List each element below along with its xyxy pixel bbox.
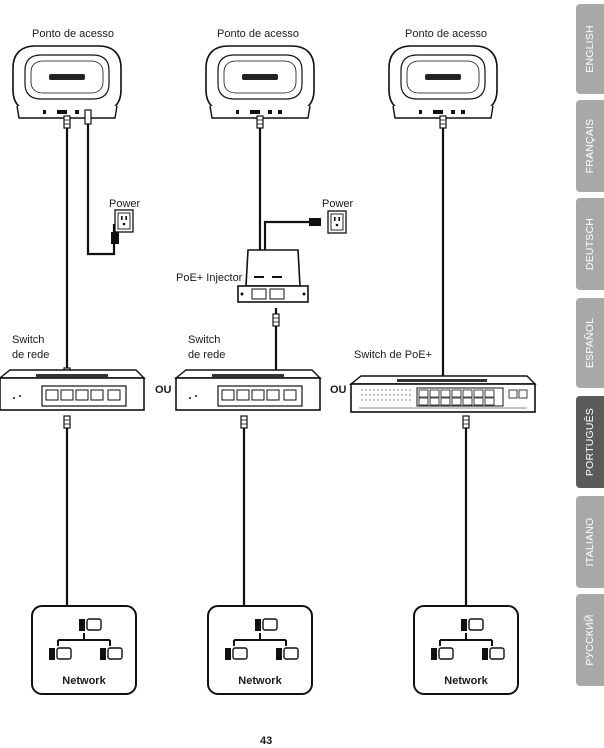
access-point-2 xyxy=(206,46,314,118)
page-number: 43 xyxy=(260,735,272,747)
language-tab-english[interactable]: ENGLISH xyxy=(576,4,604,94)
or-label-2: OU xyxy=(330,384,347,396)
language-tab-espanol[interactable]: ESPAÑOL xyxy=(576,298,604,388)
access-point-label-2: Ponto de acesso xyxy=(217,28,299,41)
language-tab-label: РУССКИЙ xyxy=(584,614,596,665)
access-point-label-3: Ponto de acesso xyxy=(405,28,487,41)
poe-injector xyxy=(238,250,308,302)
language-tab-label: FRANÇAIS xyxy=(584,119,596,174)
poe-switch-label: Switch de PoE+ xyxy=(354,349,432,362)
access-point-label-1: Ponto de acesso xyxy=(32,28,114,41)
language-tab-label: ESPAÑOL xyxy=(584,318,596,368)
language-tab-russian[interactable]: РУССКИЙ xyxy=(576,594,604,686)
switch-label-2-line2: de rede xyxy=(188,349,225,362)
language-tab-label: ENGLISH xyxy=(584,25,596,73)
power-outlet-2 xyxy=(328,211,346,233)
poe-injector-label: PoE+ Injector xyxy=(176,272,242,285)
switch-label-1-line1: Switch xyxy=(12,334,44,347)
power-outlet-1 xyxy=(115,210,133,232)
power-label-1: Power xyxy=(109,198,140,211)
network-label-3: Network xyxy=(444,675,487,687)
switch-label-1-line2: de rede xyxy=(12,349,49,362)
language-tab-label: DEUTSCH xyxy=(584,218,596,270)
cables xyxy=(67,118,466,606)
language-tab-italiano[interactable]: ITALIANO xyxy=(576,496,604,588)
power-label-2: Power xyxy=(322,198,353,211)
network-switch-2 xyxy=(176,370,320,410)
language-tab-label: ITALIANO xyxy=(584,518,596,567)
language-tab-francais[interactable]: FRANÇAIS xyxy=(576,100,604,192)
or-label-1: OU xyxy=(155,384,172,396)
access-point-1 xyxy=(13,46,121,118)
network-label-1: Network xyxy=(62,675,105,687)
network-label-2: Network xyxy=(238,675,281,687)
switch-label-2-line1: Switch xyxy=(188,334,220,347)
language-tab-deutsch[interactable]: DEUTSCH xyxy=(576,198,604,290)
language-tab-label: PORTUGUÊS xyxy=(584,408,596,476)
access-point-3 xyxy=(389,46,497,118)
language-tab-portugues[interactable]: PORTUGUÊS xyxy=(576,396,604,488)
poe-switch xyxy=(351,376,535,412)
network-switch-1 xyxy=(0,370,144,410)
language-tabs: ENGLISH FRANÇAIS DEUTSCH ESPAÑOL PORTUGU… xyxy=(576,0,604,748)
